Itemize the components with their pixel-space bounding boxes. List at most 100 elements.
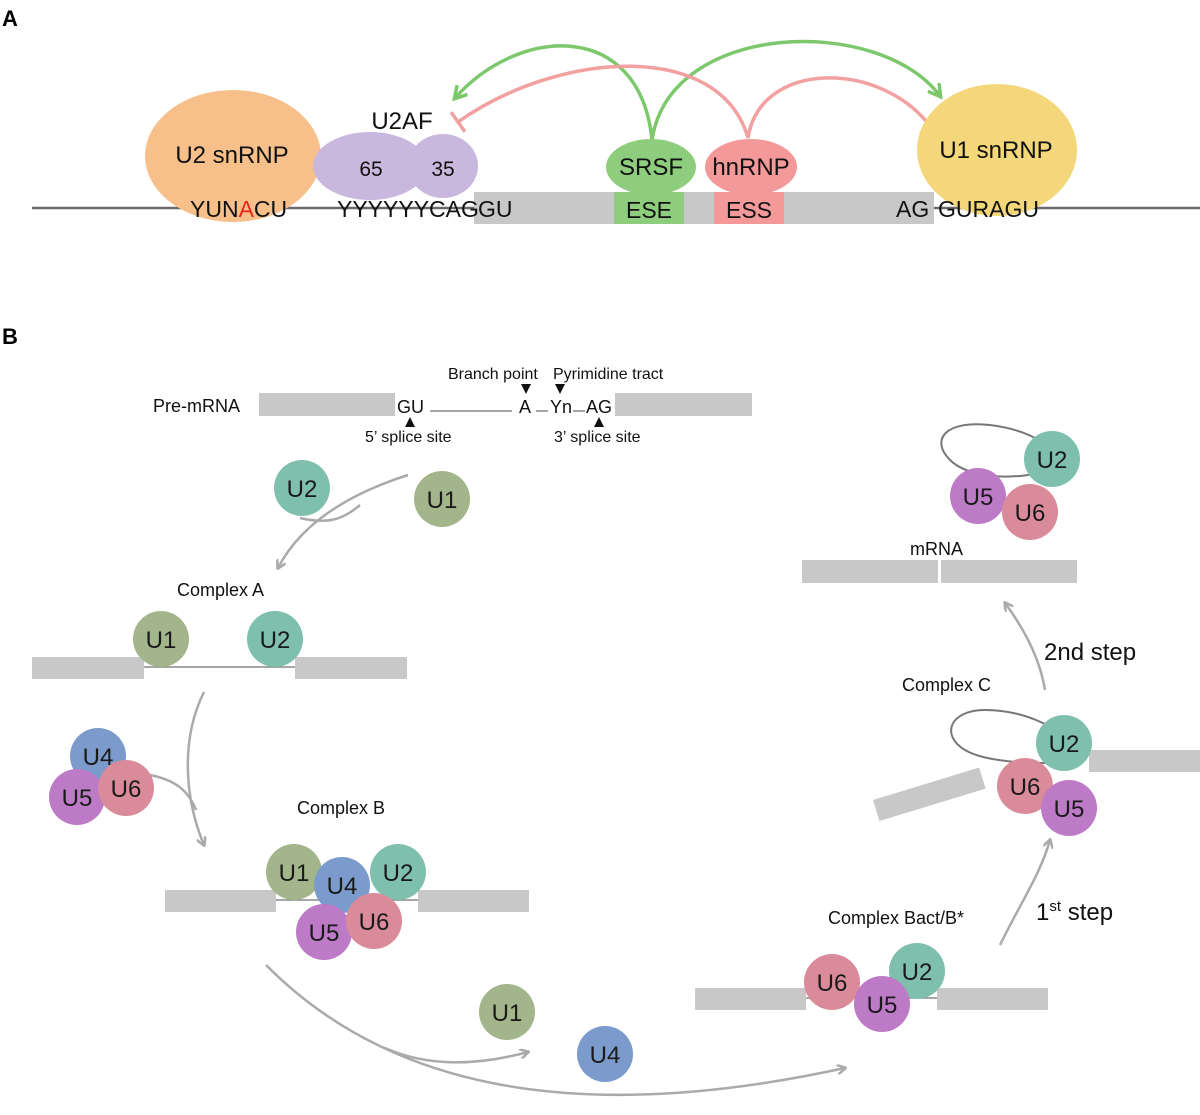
- u2af35-label: 35: [431, 158, 454, 181]
- released-u4: [577, 1026, 633, 1082]
- srsf-activation-arrow-left: [455, 44, 654, 141]
- three-splice-label: 3’ splice site: [554, 429, 641, 446]
- u2af65-label: 65: [359, 158, 382, 181]
- arrow-b-to-bact: [265, 964, 845, 1097]
- hnrnp-blob: [705, 139, 797, 195]
- first-step-label: 1st step: [1036, 898, 1113, 926]
- hnrnp-inhibition-line-left: [449, 64, 750, 139]
- released-u4-label: U4: [590, 1042, 621, 1069]
- hnrnp-inhibition-line-right: [746, 76, 941, 139]
- complex-b-u2: [370, 844, 426, 900]
- premrna-ag: AG: [586, 397, 612, 417]
- first-step-arrow: [998, 840, 1050, 946]
- assembly-arrow-a: [278, 473, 409, 568]
- guragu-sequence: GURAGU: [938, 196, 1039, 222]
- complex-bact-u6-label: U6: [817, 970, 848, 997]
- u2af35-blob: [408, 134, 478, 198]
- snrnp-u2-free-label: U2: [287, 476, 318, 503]
- complex-c-u6: [997, 758, 1053, 814]
- tri-u4-label: U4: [83, 744, 114, 771]
- u2af-label: U2AF: [371, 108, 432, 135]
- exon-gu: GU: [478, 196, 513, 222]
- complex-c-exon-2: [1089, 750, 1200, 772]
- complex-a-u1: [133, 611, 189, 667]
- complex-bact-u2-label: U2: [902, 959, 933, 986]
- complex-b-exon-1: [165, 890, 276, 912]
- branch-sequence: YUNACU: [190, 196, 287, 222]
- srsf-label: SRSF: [619, 154, 683, 181]
- premrna-label: Pre-mRNA: [153, 396, 240, 416]
- mrna-label: mRNA: [910, 539, 963, 559]
- srsf-activation-arrow-right: [650, 39, 940, 141]
- polypyrimidine-sequence: YYYYYYCAG: [337, 196, 479, 222]
- exon-block: [474, 192, 934, 224]
- ese-label: ESE: [626, 197, 672, 223]
- complex-b-u1: [266, 844, 322, 900]
- branch-point-label: Branch point: [448, 366, 538, 383]
- hnrnp-label: hnRNP: [712, 154, 789, 181]
- complex-c-label: Complex C: [902, 675, 991, 695]
- complex-b-u5-label: U5: [309, 920, 340, 947]
- complex-b-label: Complex B: [297, 798, 385, 818]
- ess-box: [714, 192, 784, 224]
- complex-c-u2: [1036, 715, 1092, 771]
- premrna-a: A: [519, 397, 531, 417]
- complex-c-u6-label: U6: [1010, 774, 1041, 801]
- ess-label: ESS: [726, 197, 772, 223]
- complex-a-label: Complex A: [177, 580, 264, 600]
- release-arrow: [384, 1046, 528, 1064]
- branch-point-marker: [521, 384, 531, 394]
- premrna-gu: GU: [397, 397, 424, 417]
- complex-a-u1-label: U1: [146, 627, 177, 654]
- complex-b-u6-label: U6: [359, 909, 390, 936]
- premrna-exon-1: [259, 393, 395, 416]
- complex-b-u2-label: U2: [383, 860, 414, 887]
- complex-bact-exon-2: [937, 988, 1048, 1010]
- complex-b-u4-label: U4: [327, 873, 358, 900]
- complex-b-u4: [314, 857, 370, 913]
- complex-bact-label: Complex Bact/B*: [828, 908, 964, 928]
- complex-b-exon-2: [418, 890, 529, 912]
- snrnp-u1-free: [414, 471, 470, 527]
- assembly-arrow-a-branch: [299, 504, 361, 522]
- arrow-a-to-b: [186, 691, 204, 845]
- three-splice-marker: [594, 417, 604, 427]
- exon-ag: AG: [896, 196, 929, 222]
- complex-bact-u2: [889, 943, 945, 999]
- snrnp-u2-free: [274, 460, 330, 516]
- released-u5-label: U5: [963, 484, 994, 511]
- u2af65-blob: [313, 132, 427, 200]
- complex-bact-exon-1: [695, 988, 806, 1010]
- tri-u6-label: U6: [111, 776, 142, 803]
- u2-snrnp-label: U2 snRNP: [175, 142, 288, 169]
- premrna-exon-2: [615, 393, 752, 416]
- released-u6: [1002, 484, 1058, 540]
- complex-a-u2-label: U2: [260, 627, 291, 654]
- complex-bact-u5: [854, 976, 910, 1032]
- five-splice-marker: [405, 417, 415, 427]
- second-step-label: 2nd step: [1044, 639, 1136, 666]
- complex-b-u6: [346, 893, 402, 949]
- tri-snrnp-joining-arrow: [149, 773, 198, 811]
- complex-bact-u5-label: U5: [867, 992, 898, 1019]
- complex-a-u2: [247, 611, 303, 667]
- tri-u5: [49, 769, 105, 825]
- complex-bact-u6: [804, 954, 860, 1010]
- released-u2-label: U2: [1037, 447, 1068, 474]
- released-u2: [1024, 431, 1080, 487]
- released-u1: [479, 984, 535, 1040]
- released-u6-label: U6: [1015, 500, 1046, 527]
- u2-snrnp-blob: [145, 90, 321, 222]
- released-u1-label: U1: [492, 1000, 523, 1027]
- complex-c-exon-1: [873, 767, 986, 822]
- u1-snrnp-label: U1 snRNP: [939, 137, 1052, 164]
- complex-b-u1-label: U1: [279, 860, 310, 887]
- pyrimidine-marker: [555, 384, 565, 394]
- mrna-exon-2: [941, 560, 1077, 583]
- panel-b-label: B: [2, 324, 18, 349]
- ese-box: [614, 192, 684, 224]
- tri-u6: [98, 760, 154, 816]
- complex-c-u2-label: U2: [1049, 731, 1080, 758]
- pyrimidine-tract-label: Pyrimidine tract: [553, 366, 664, 383]
